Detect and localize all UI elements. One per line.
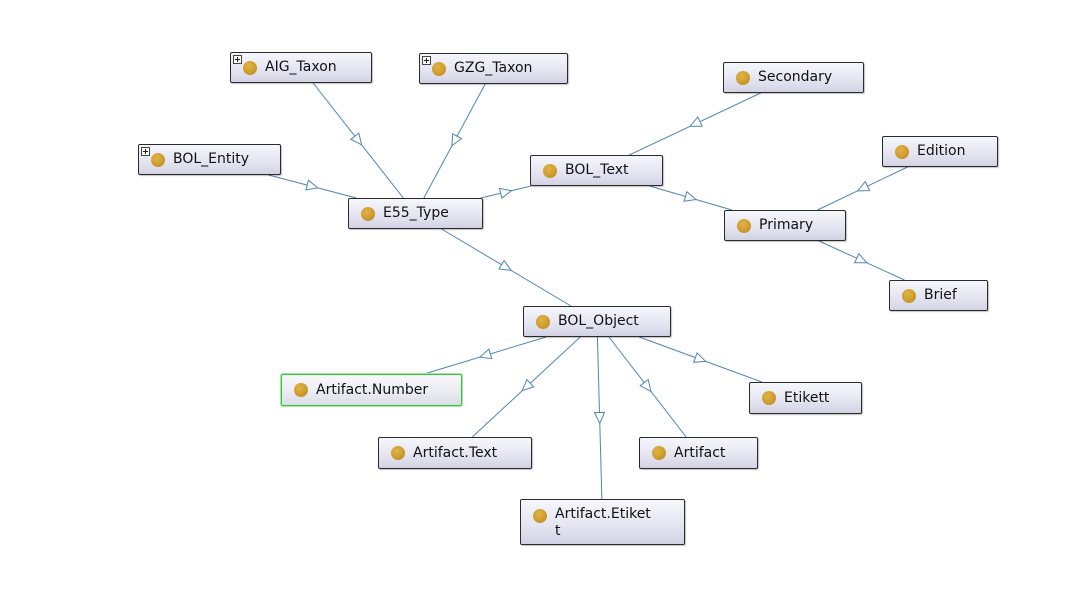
edge-arrow-secondary-bol_text [688,116,703,127]
edge-arrow-gzg_taxon-e55_type [451,132,463,147]
class-circle-icon [533,509,547,523]
class-circle-icon [294,383,308,397]
class-circle-icon [243,60,257,75]
node-brief[interactable]: Brief [889,280,988,311]
node-label: BOL_Text [565,162,629,178]
edge-arrow-bol_object-etikett [692,351,707,363]
node-secondary[interactable]: Secondary [723,62,864,93]
node-label: BOL_Object [558,313,639,329]
node-etikett[interactable]: Etikett [749,382,862,414]
class-circle-icon [902,288,916,303]
node-label: Artifact.Number [316,381,429,398]
node-label: BOL_Entity [173,151,250,167]
edge-arrow-bol_object-artifact_etikett [593,411,606,425]
class-circle-icon [151,152,165,167]
node-artifact[interactable]: Artifact [639,437,758,469]
edge-arrow-bol_text-primary [683,190,698,202]
node-label: Artifact.Etiket t [555,506,651,539]
class-circle-icon [652,446,666,460]
node-label: GZG_Taxon [454,60,533,76]
node-primary[interactable]: Primary [724,210,846,241]
node-artifact-etikett[interactable]: Artifact.Etiket t [520,499,685,545]
class-circle-icon [737,218,751,233]
node-aig-taxon[interactable]: AIG_Taxon [230,52,372,83]
node-label: Primary [759,217,814,233]
node-label: Secondary [758,69,833,85]
node-artifact-text[interactable]: Artifact.Text [378,437,532,469]
edge-arrow-aig_taxon-e55_type [349,132,363,146]
node-label: Edition [917,143,966,159]
node-label: Brief [924,287,957,303]
node-label: Artifact [674,444,726,461]
class-circle-icon [895,144,909,159]
edge-arrow-bol_entity-e55_type [305,179,319,191]
node-gzg-taxon[interactable]: GZG_Taxon [419,53,568,84]
class-circle-icon [762,391,776,405]
class-circle-icon [536,314,550,329]
class-circle-icon [361,206,375,221]
node-label: Etikett [784,389,830,406]
class-circle-icon [391,446,405,460]
edge-arrow-bol_object-artifact_number [478,348,493,360]
edge-arrow-e55_type-bol_object [498,259,513,271]
node-e55-type[interactable]: E55_Type [348,198,483,229]
expand-plus-icon[interactable] [141,147,150,156]
expand-plus-icon[interactable] [233,55,242,64]
node-artifact-number[interactable]: Artifact.Number [281,374,462,406]
edge-arrow-bol_object-artifact [639,378,652,393]
class-circle-icon [432,61,446,76]
node-bol-text[interactable]: BOL_Text [530,155,663,186]
edge-arrow-e55_type-bol_text [498,187,513,199]
node-label: Artifact.Text [413,444,498,461]
node-edition[interactable]: Edition [882,136,998,167]
edge-arrow-edition-primary [856,180,871,192]
node-bol-object[interactable]: BOL_Object [523,306,671,337]
edge-arrow-primary-brief [853,252,868,264]
class-circle-icon [736,70,750,85]
node-label: E55_Type [383,205,449,221]
edge-arrow-bol_object-artifact_text [521,378,535,392]
class-circle-icon [543,163,557,178]
expand-plus-icon[interactable] [422,56,431,65]
node-label: AIG_Taxon [265,59,337,75]
node-bol-entity[interactable]: BOL_Entity [138,144,281,175]
